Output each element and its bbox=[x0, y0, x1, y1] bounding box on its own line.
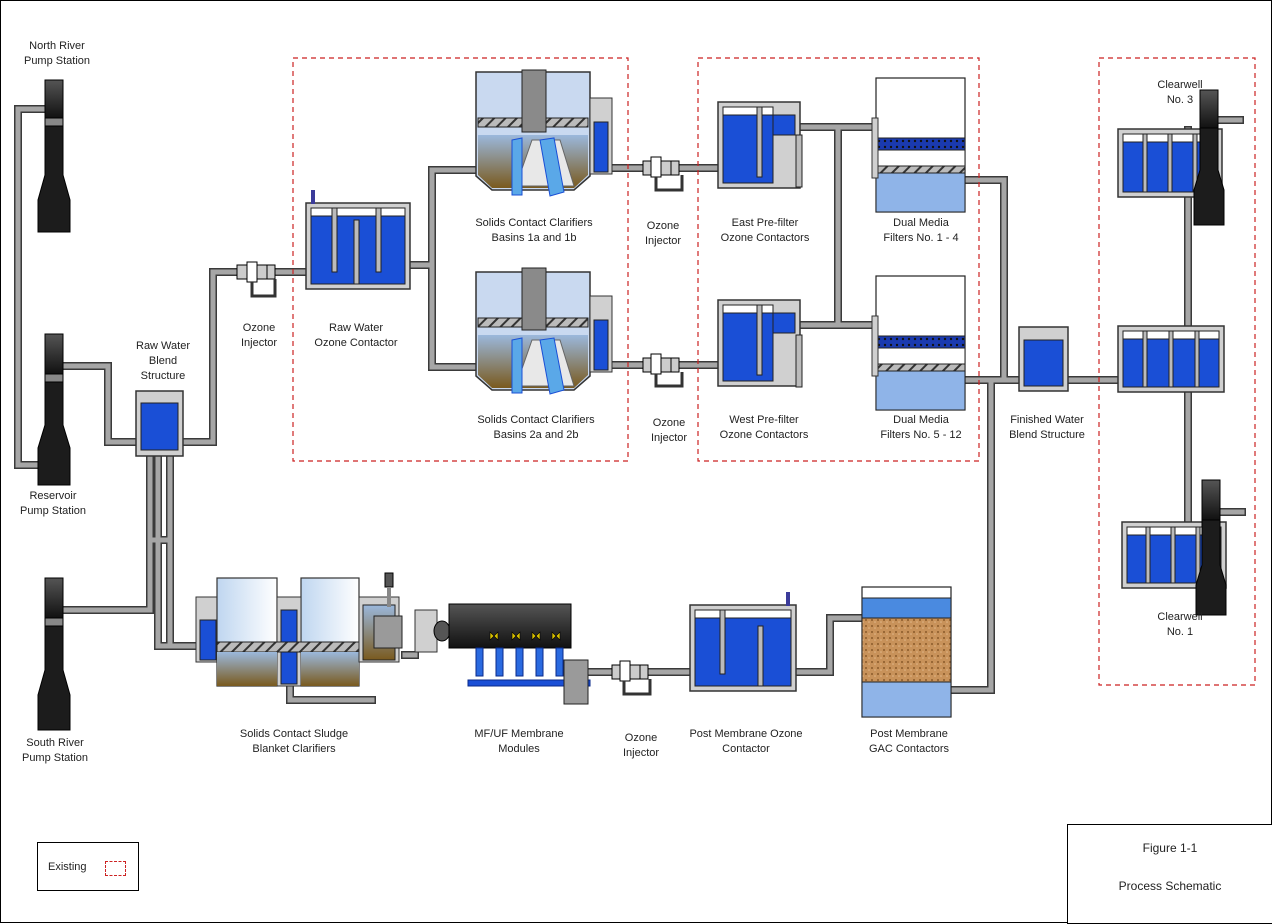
ozone-injector-1 bbox=[236, 261, 277, 298]
label-south-river-pump-station: South River Pump Station bbox=[21, 737, 89, 764]
label-ozone-injector-4: Ozone Injector bbox=[622, 732, 660, 759]
solids-contact-sludge-blanket-clarifiers bbox=[195, 572, 403, 687]
ozone-injector-3 bbox=[642, 353, 684, 388]
label-east-prefilter-ozone-contactors: East Pre-filter Ozone Contactors bbox=[720, 217, 810, 244]
label-dual-media-filters-5-12: Dual Media Filters No. 5 - 12 bbox=[880, 414, 962, 441]
legend-existing-swatch bbox=[105, 861, 126, 876]
post-membrane-ozone-contactor bbox=[689, 592, 797, 692]
mf-uf-membrane-modules bbox=[414, 603, 591, 705]
raw-water-ozone-contactor bbox=[305, 190, 411, 290]
label-finished-water-blend-structure: Finished Water Blend Structure bbox=[1009, 414, 1085, 441]
solids-contact-clarifier-2 bbox=[475, 267, 613, 395]
clearwell-2 bbox=[1117, 325, 1225, 393]
dual-media-filters-5-12 bbox=[871, 275, 966, 411]
label-post-membrane-gac-contactors: Post Membrane GAC Contactors bbox=[868, 728, 950, 755]
west-prefilter-ozone-contactor bbox=[717, 299, 803, 388]
raw-water-blend-structure bbox=[135, 390, 184, 457]
label-solids-contact-clarifiers-1: Solids Contact Clarifiers Basins 1a and … bbox=[475, 217, 593, 244]
finished-water-blend-structure bbox=[1018, 326, 1069, 392]
label-solids-contact-sludge-blanket-clarifiers: Solids Contact Sludge Blanket Clarifiers bbox=[239, 728, 349, 755]
label-solids-contact-clarifiers-2: Solids Contact Clarifiers Basins 2a and … bbox=[477, 414, 595, 441]
reservoir-pump bbox=[37, 333, 71, 486]
label-ozone-injector-1: Ozone Injector bbox=[240, 322, 278, 349]
ozone-injector-4 bbox=[611, 660, 652, 696]
north-river-pump bbox=[37, 79, 71, 233]
label-north-river-pump-station: North River Pump Station bbox=[23, 40, 91, 67]
south-river-pump bbox=[37, 577, 71, 731]
label-ozone-injector-2: Ozone Injector bbox=[644, 220, 682, 247]
dual-media-filters-1-4 bbox=[871, 77, 966, 213]
label-reservoir-pump-station: Reservoir Pump Station bbox=[19, 490, 87, 517]
clearwell-1 bbox=[1121, 479, 1227, 616]
label-dual-media-filters-1-4: Dual Media Filters No. 1 - 4 bbox=[883, 217, 959, 244]
clearwell-3 bbox=[1117, 89, 1225, 226]
label-clearwell-1: Clearwell No. 1 bbox=[1157, 611, 1203, 638]
existing-boundaries bbox=[292, 57, 1256, 686]
label-ozone-injector-3: Ozone Injector bbox=[650, 417, 688, 444]
label-post-membrane-ozone-contactor: Post Membrane Ozone Contactor bbox=[689, 728, 803, 755]
title-block: Figure 1-1 Process Schematic bbox=[1067, 824, 1272, 924]
label-clearwell-3: Clearwell No. 3 bbox=[1157, 79, 1203, 106]
east-prefilter-ozone-contactor bbox=[717, 101, 803, 189]
ozone-injector-2 bbox=[642, 156, 684, 192]
figure-title: Process Schematic bbox=[1118, 879, 1222, 893]
figure-number: Figure 1-1 bbox=[1142, 841, 1198, 855]
label-raw-water-ozone-contactor: Raw Water Ozone Contactor bbox=[314, 322, 398, 349]
legend: Existing bbox=[37, 842, 139, 891]
post-membrane-gac-contactors bbox=[861, 586, 952, 718]
legend-label: Existing bbox=[48, 861, 87, 873]
label-raw-water-blend-structure: Raw Water Blend Structure bbox=[136, 340, 190, 382]
solids-contact-clarifier-1 bbox=[475, 69, 613, 197]
label-mf-uf-membrane-modules: MF/UF Membrane Modules bbox=[474, 728, 564, 755]
label-west-prefilter-ozone-contactors: West Pre-filter Ozone Contactors bbox=[719, 414, 809, 441]
